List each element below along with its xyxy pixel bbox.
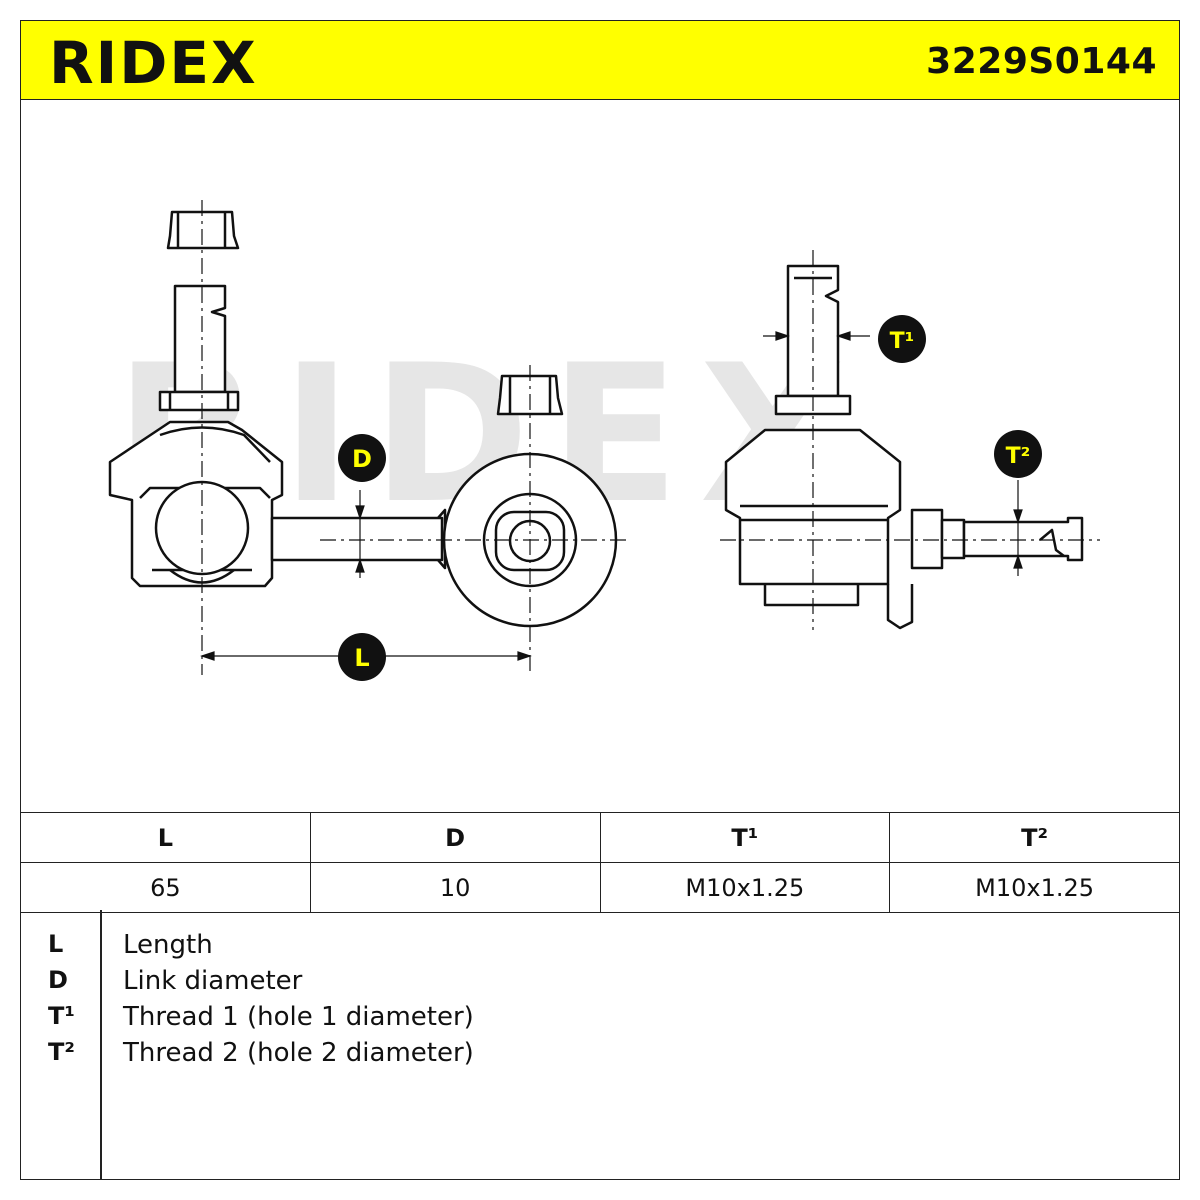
- legend-item: T¹ Thread 1 (hole 1 diameter): [20, 1002, 1180, 1038]
- callout-D: D: [338, 434, 386, 482]
- spec-header-row: L D T¹ T²: [20, 812, 1180, 863]
- spec-value-L: 65: [20, 862, 311, 913]
- callout-T2: T²: [994, 430, 1042, 478]
- left-nut: [166, 210, 240, 250]
- legend-key: T¹: [48, 1002, 75, 1030]
- left-stud: [158, 284, 240, 412]
- svg-text:D: D: [352, 445, 372, 473]
- legend-divider: [100, 910, 102, 1180]
- callout-T1: T¹: [878, 315, 926, 363]
- legend-label: Thread 1 (hole 1 diameter): [123, 1002, 474, 1032]
- spec-table: L D T¹ T² 65 10 M10x1.25 M10x1.25: [20, 812, 1180, 913]
- svg-text:L: L: [354, 644, 369, 672]
- callout-L: L: [338, 633, 386, 681]
- left-housing: [108, 420, 284, 588]
- spec-header-T1: T¹: [599, 812, 891, 863]
- legend-label: Length: [123, 930, 213, 960]
- svg-text:T²: T²: [1006, 444, 1031, 469]
- legend-key: D: [48, 966, 68, 994]
- part-number: 3229S0144: [926, 41, 1157, 82]
- spec-header-T2: T²: [889, 812, 1180, 863]
- link-bar: [270, 508, 447, 570]
- spec-value-row: 65 10 M10x1.25 M10x1.25: [20, 862, 1180, 913]
- legend-label: Thread 2 (hole 2 diameter): [123, 1038, 474, 1068]
- header-bar: RIDEX 3229S0144: [20, 20, 1180, 100]
- legend: L Length D Link diameter T¹ Thread 1 (ho…: [20, 910, 1180, 1180]
- spec-value-D: 10: [309, 862, 601, 913]
- svg-text:T¹: T¹: [890, 329, 915, 354]
- right-side-stud: [910, 508, 1084, 570]
- spec-value-T2: M10x1.25: [889, 862, 1180, 913]
- spec-value-T1: M10x1.25: [599, 862, 891, 913]
- legend-item: T² Thread 2 (hole 2 diameter): [20, 1038, 1180, 1074]
- legend-key: T²: [48, 1038, 75, 1066]
- technical-drawing: RIDEX: [108, 200, 1100, 681]
- legend-item: L Length: [20, 930, 1180, 966]
- brand-logo: RIDEX: [49, 29, 258, 97]
- legend-key: L: [48, 930, 64, 958]
- spec-header-L: L: [20, 812, 311, 863]
- right-housing: [724, 428, 914, 630]
- legend-item: D Link diameter: [20, 966, 1180, 1002]
- legend-label: Link diameter: [123, 966, 303, 996]
- spec-header-D: D: [309, 812, 601, 863]
